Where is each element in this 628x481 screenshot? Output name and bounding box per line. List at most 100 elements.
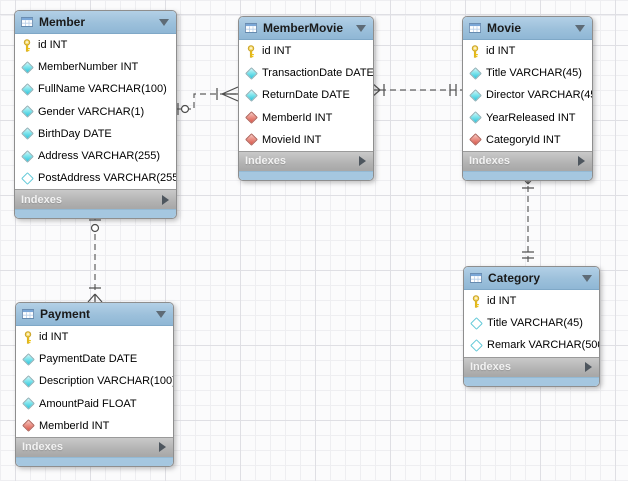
column-text: Director VARCHAR(45) [486,89,593,102]
not-null-column-icon [20,149,34,163]
table-bottom-strip [239,170,373,180]
expand-arrow-icon[interactable] [578,156,585,167]
collapse-triangle-icon[interactable] [156,310,166,318]
column-row[interactable]: ReturnDate DATE [239,84,373,106]
column-row[interactable]: Address VARCHAR(255) [15,145,176,167]
not-null-column-icon [20,105,34,119]
not-null-column-icon [468,66,482,80]
column-row[interactable]: id INT [239,40,373,62]
relationship-category-movie[interactable] [520,175,536,266]
not-null-column-icon [20,83,34,96]
not-null-column-icon [244,66,258,80]
column-row[interactable]: Description VARCHAR(100) [16,370,173,392]
foreign-key-column-icon [21,419,35,433]
table-payment[interactable]: Payment id INT PaymentDate DATE Descript… [15,302,174,467]
table-bottom-strip [16,456,173,466]
column-row[interactable]: Director VARCHAR(45) [463,84,592,106]
indexes-bar[interactable]: Indexes [15,189,176,210]
column-row[interactable]: AmountPaid FLOAT [16,393,173,415]
indexes-bar[interactable]: Indexes [16,436,173,457]
column-text: id INT [39,331,69,344]
column-row[interactable]: MemberNumber INT [15,56,176,78]
foreign-key-column-icon [244,133,258,147]
table-icon [469,22,481,34]
table-header-member[interactable]: Member [15,11,176,34]
column-row[interactable]: PostAddress VARCHAR(255) [15,167,176,189]
table-title: MemberMovie [263,21,344,35]
column-text: Address VARCHAR(255) [38,150,161,163]
not-null-column-icon [21,352,35,366]
column-row[interactable]: MemberId INT [16,415,173,437]
table-title: Member [39,15,86,29]
collapse-triangle-icon[interactable] [582,274,592,282]
column-row[interactable]: MovieId INT [239,129,373,151]
column-text: id INT [487,295,517,308]
column-row[interactable]: id INT [463,40,592,62]
table-header-payment[interactable]: Payment [16,303,173,326]
column-row[interactable]: YearReleased INT [463,107,592,129]
table-member[interactable]: Member id INT MemberNumber INT FullName … [14,10,177,220]
column-text: id INT [262,45,292,58]
table-bottom-strip [15,209,176,219]
table-icon [22,308,34,320]
not-null-column-icon [244,89,258,102]
column-text: Description VARCHAR(100) [39,375,174,388]
primary-key-icon [470,294,482,308]
table-header-movie[interactable]: Movie [463,17,592,40]
column-row[interactable]: id INT [15,34,176,56]
expand-arrow-icon[interactable] [159,442,166,453]
indexes-bar[interactable]: Indexes [463,150,592,171]
column-row[interactable]: id INT [16,326,173,348]
column-text: TransactionDate DATE [262,67,374,80]
column-text: id INT [486,45,516,58]
collapse-triangle-icon[interactable] [159,18,169,26]
column-row[interactable]: PaymentDate DATE [16,348,173,370]
column-text: AmountPaid FLOAT [39,397,137,410]
nullable-column-icon [469,339,483,352]
collapse-triangle-icon[interactable] [575,24,585,32]
column-row[interactable]: BirthDay DATE [15,123,176,145]
column-row[interactable]: MemberId INT [239,107,373,129]
table-bottom-strip [464,376,599,386]
expand-arrow-icon[interactable] [585,362,592,373]
indexes-label: Indexes [245,155,286,168]
primary-key-icon [469,44,481,58]
column-row[interactable]: Title VARCHAR(45) [463,62,592,84]
table-header-membermovie[interactable]: MemberMovie [239,17,373,40]
indexes-bar[interactable]: Indexes [464,356,599,377]
column-text: YearReleased INT [486,111,576,124]
column-row[interactable]: Remark VARCHAR(500) [464,334,599,356]
column-text: MemberId INT [262,111,333,124]
table-membermovie[interactable]: MemberMovie id INT TransactionDate DATE … [238,16,374,181]
primary-key-icon [245,44,257,58]
table-header-category[interactable]: Category [464,267,599,290]
not-null-column-icon [21,375,35,388]
not-null-column-icon [20,127,34,141]
column-text: CategoryId INT [486,133,561,146]
column-text: Gender VARCHAR(1) [38,105,145,118]
table-icon [21,16,33,28]
column-row[interactable]: TransactionDate DATE [239,62,373,84]
collapse-triangle-icon[interactable] [356,24,366,32]
not-null-column-icon [21,397,35,411]
relationship-member-membermovie[interactable] [175,86,239,115]
column-text: MemberId INT [39,419,110,432]
foreign-key-column-icon [244,111,258,125]
indexes-bar[interactable]: Indexes [239,150,373,171]
relationship-movie-membermovie[interactable] [371,82,462,98]
expand-arrow-icon[interactable] [359,156,366,167]
column-row[interactable]: Gender VARCHAR(1) [15,101,176,123]
column-row[interactable]: CategoryId INT [463,129,592,151]
table-category[interactable]: Category id INT Title VARCHAR(45) Remark… [463,266,600,387]
table-movie[interactable]: Movie id INT Title VARCHAR(45) Director … [462,16,593,181]
primary-key-icon [22,330,34,344]
column-row[interactable]: id INT [464,290,599,312]
relationship-member-payment[interactable] [87,214,103,303]
column-row[interactable]: Title VARCHAR(45) [464,312,599,334]
indexes-label: Indexes [22,441,63,454]
table-title: Payment [40,307,91,321]
expand-arrow-icon[interactable] [162,194,169,205]
column-row[interactable]: FullName VARCHAR(100) [15,78,176,100]
